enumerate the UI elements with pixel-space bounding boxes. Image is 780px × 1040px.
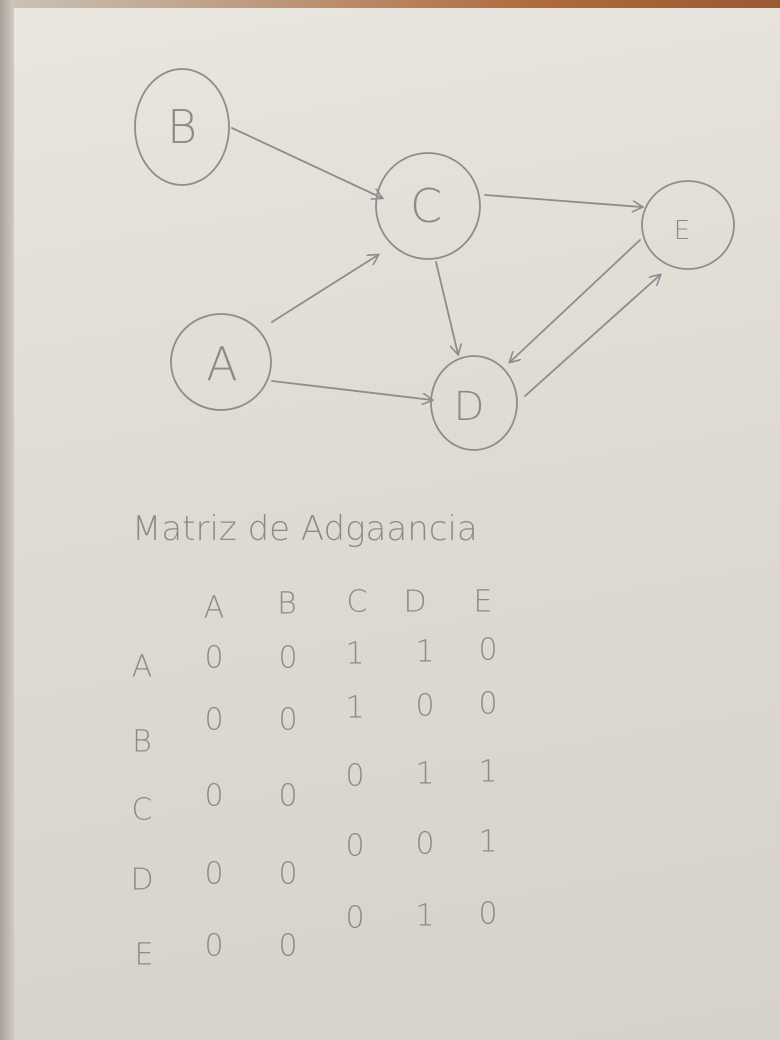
matrix-row-header: C	[132, 793, 153, 828]
graph-nodes: B C E A D	[134, 68, 735, 451]
node-d: D	[430, 355, 518, 451]
matrix-col-header: A	[204, 591, 225, 626]
matrix-cell: 0	[278, 703, 297, 738]
adjacency-matrix: Matriz de Adgaancia A B C D E A B C D E …	[130, 509, 497, 973]
matrix-row-header: E	[135, 938, 154, 973]
matrix-cell: 1	[415, 899, 434, 934]
node-e-label: E	[674, 216, 690, 246]
page-top-edge	[0, 0, 780, 8]
matrix-cell: 1	[345, 691, 364, 726]
matrix-cell: 1	[415, 635, 434, 670]
node-e: E	[641, 180, 735, 270]
node-c-circle	[375, 152, 481, 260]
node-d-label: D	[454, 384, 485, 430]
node-c-label: C	[410, 179, 442, 233]
matrix-cell: 0	[204, 703, 223, 738]
matrix-cell: 1	[478, 755, 497, 790]
matrix-title: Matriz de Adgaancia	[132, 509, 478, 549]
matrix-cell: 1	[345, 637, 364, 672]
page-binding-edge	[0, 0, 14, 1040]
node-c: C	[375, 152, 481, 260]
matrix-cell: 0	[204, 779, 223, 814]
matrix-cell: 0	[278, 857, 297, 892]
matrix-column-headers: A B C D E	[204, 585, 493, 626]
matrix-col-header: E	[474, 585, 493, 620]
matrix-col-header: B	[277, 587, 297, 622]
edge-a-c	[271, 255, 378, 323]
matrix-cell: 0	[478, 633, 497, 668]
matrix-cell: 1	[478, 825, 497, 860]
matrix-cell: 0	[478, 687, 497, 722]
edge-e-d	[510, 239, 641, 362]
node-a-label: A	[206, 337, 237, 391]
graph-edges	[231, 127, 660, 400]
matrix-cell: 0	[345, 759, 364, 794]
matrix-cell: 0	[204, 641, 223, 676]
matrix-row-header: A	[132, 650, 153, 685]
matrix-cell: 0	[278, 641, 297, 676]
matrix-cells: 0 0 1 1 0 0 0 1 0 0 0 0 0 1 1 0 0 0 0 1 0 0 0 1 0	[204, 633, 497, 964]
node-b: B	[134, 68, 230, 186]
matrix-cell: 0	[478, 897, 497, 932]
matrix-cell: 0	[204, 929, 223, 964]
matrix-cell: 0	[278, 929, 297, 964]
edge-d-e	[524, 275, 660, 397]
matrix-cell: 0	[415, 827, 434, 862]
edge-b-c	[231, 127, 382, 198]
edge-c-e	[484, 194, 642, 207]
matrix-col-header: D	[403, 585, 426, 620]
edge-a-d	[271, 380, 432, 400]
matrix-row-header: D	[130, 863, 153, 898]
edge-c-d	[435, 261, 458, 354]
matrix-cell: 0	[345, 901, 364, 936]
matrix-cell: 0	[415, 689, 434, 724]
node-a-circle	[170, 313, 272, 411]
matrix-row-headers: A B C D E	[130, 650, 153, 973]
matrix-cell: 1	[415, 757, 434, 792]
node-d-circle	[430, 355, 518, 451]
node-b-circle	[134, 68, 230, 186]
matrix-row-header: B	[132, 725, 152, 760]
matrix-cell: 0	[204, 857, 223, 892]
matrix-col-header: C	[347, 585, 368, 620]
node-e-circle	[641, 180, 735, 270]
matrix-cell: 0	[278, 779, 297, 814]
node-a: A	[170, 313, 272, 411]
matrix-cell: 0	[345, 829, 364, 864]
node-b-label: B	[167, 100, 197, 154]
